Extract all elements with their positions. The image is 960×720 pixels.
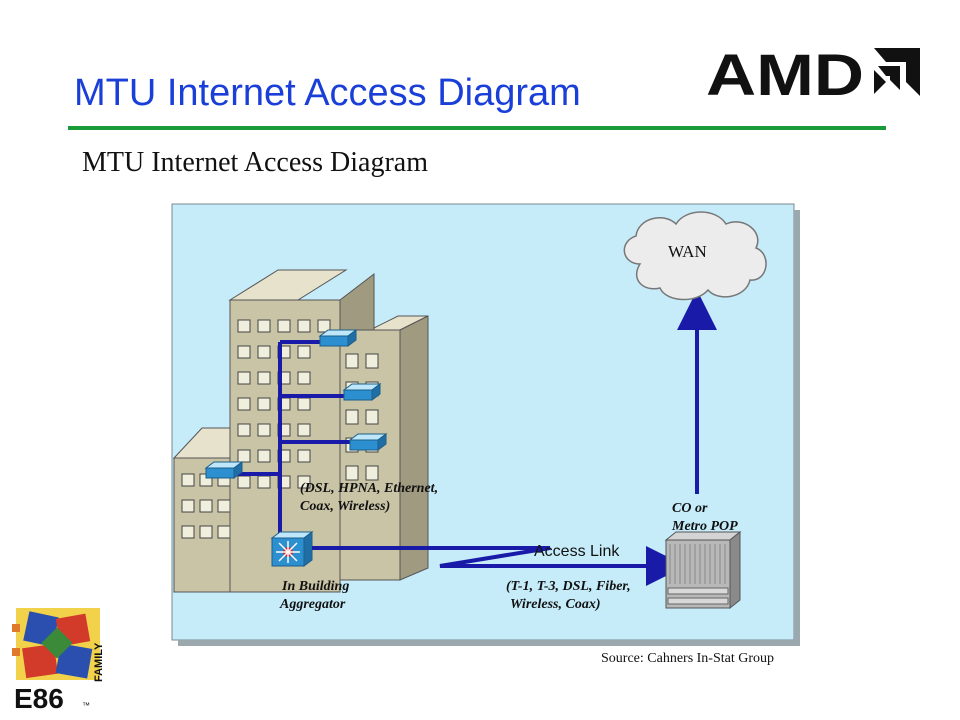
source-credit: Source: Cahners In-Stat Group [601,651,775,666]
access-link-label: Access Link [534,543,620,560]
access-link-tech-label-2: Wireless, Coax) [510,597,600,612]
title-divider [68,126,886,130]
e86-family-logo: E86 FAMILY ™ [12,608,105,714]
amd-logo: AMD [706,43,920,106]
e86-mosaic-icon [12,608,100,680]
network-diagram: WAN CO or Metro POP Access Link (T-1, T-… [171,203,800,646]
slide-title: MTU Internet Access Diagram [74,72,581,114]
diagram-heading: MTU Internet Access Diagram [82,147,428,178]
co-label: CO or [672,501,708,516]
floor-switch-icon [318,329,358,347]
aggregator-switch-icon [270,531,314,567]
access-link-line [312,546,686,586]
e86-family-text: FAMILY [93,642,105,682]
floor-switch-icon [204,461,244,479]
access-link-tech-label: (T-1, T-3, DSL, Fiber, [506,579,631,594]
wan-label: WAN [668,242,707,261]
in-building-tech-label: (DSL, HPNA, Ethernet, [300,481,438,496]
e86-trademark: ™ [82,701,90,710]
in-building-tech-label-2: Coax, Wireless) [300,499,390,514]
wan-cloud-icon [623,211,767,301]
metro-pop-label: Metro POP [671,519,738,534]
aggregator-label-2: Aggregator [279,597,346,612]
floor-switch-icon [342,383,382,401]
amd-logo-text: AMD [706,43,864,106]
e86-logo-text: E86 [14,683,64,714]
co-equipment-icon [664,530,742,610]
floor-switch-icon [348,433,388,451]
amd-arrow-icon [874,48,920,96]
aggregator-label: In Building [281,579,349,594]
